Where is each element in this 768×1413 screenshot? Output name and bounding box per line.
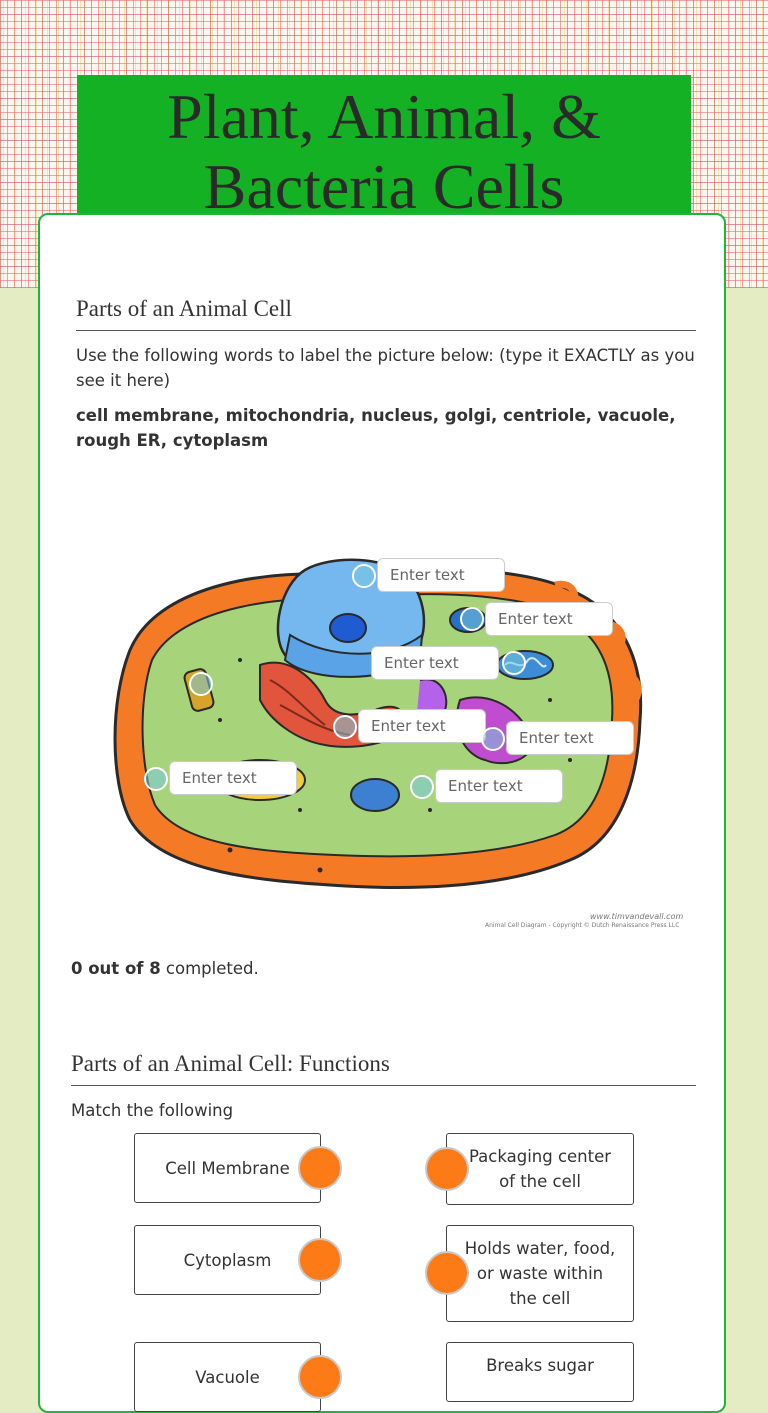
hotspot-8 xyxy=(410,775,434,799)
hotspot-4 xyxy=(189,672,213,696)
match-left-label: Cytoplasm xyxy=(183,1250,272,1270)
label-input-2[interactable]: Enter text xyxy=(485,602,613,636)
hotspot-2 xyxy=(460,607,484,631)
label-input-5[interactable]: Enter text xyxy=(506,721,634,755)
hotspot-5 xyxy=(333,715,357,739)
hotspot-1 xyxy=(352,564,376,588)
progress-count: 0 out of 8 xyxy=(71,959,161,978)
label-input-3[interactable]: Enter text xyxy=(371,646,499,680)
match-right-label: Holds water, food, or waste within the c… xyxy=(464,1239,616,1308)
match-left-label: Vacuole xyxy=(195,1367,260,1387)
section-heading-functions: Parts of an Animal Cell: Functions xyxy=(71,1051,696,1086)
match-connector-right[interactable] xyxy=(425,1251,469,1295)
progress-suffix: completed. xyxy=(160,959,259,978)
label-input-1[interactable]: Enter text xyxy=(377,558,505,592)
hotspot-6 xyxy=(481,727,505,751)
match-left-item[interactable]: Vacuole xyxy=(134,1342,321,1412)
match-right-label: Breaks sugar xyxy=(486,1356,594,1375)
match-connector-left[interactable] xyxy=(298,1238,342,1282)
match-right-item[interactable]: Holds water, food, or waste within the c… xyxy=(446,1225,634,1322)
image-credit-copyright: Animal Cell Diagram - Copyright © Dutch … xyxy=(485,922,680,929)
match-left-item[interactable]: Cell Membrane xyxy=(134,1133,321,1203)
match-right-item[interactable]: Breaks sugar xyxy=(446,1342,634,1402)
hotspot-7 xyxy=(144,767,168,791)
match-connector-left[interactable] xyxy=(298,1146,342,1190)
match-left-item[interactable]: Cytoplasm xyxy=(134,1225,321,1295)
match-left-label: Cell Membrane xyxy=(165,1158,290,1178)
label-input-6[interactable]: Enter text xyxy=(169,761,297,795)
page-title-line2: Bacteria Cells xyxy=(203,151,565,222)
match-connector-left[interactable] xyxy=(298,1355,342,1399)
match-right-item[interactable]: Packaging center of the cell xyxy=(446,1133,634,1205)
label-input-7[interactable]: Enter text xyxy=(435,769,563,803)
progress-status: 0 out of 8 completed. xyxy=(71,956,259,981)
label-input-4[interactable]: Enter text xyxy=(358,709,486,743)
hotspot-3 xyxy=(502,651,526,675)
image-credit-site: www.timvandevall.com xyxy=(590,912,684,921)
label-instructions: Use the following words to label the pic… xyxy=(76,346,695,390)
word-bank: cell membrane, mitochondria, nucleus, go… xyxy=(76,406,676,450)
match-instructions: Match the following xyxy=(71,1101,234,1120)
page-title-banner: Plant, Animal, & Bacteria Cells xyxy=(77,75,691,223)
match-connector-right[interactable] xyxy=(425,1147,469,1191)
section-heading-animal-cell: Parts of an Animal Cell xyxy=(76,296,696,331)
match-right-label: Packaging center of the cell xyxy=(468,1147,612,1191)
page-title-line1: Plant, Animal, & xyxy=(167,81,601,152)
